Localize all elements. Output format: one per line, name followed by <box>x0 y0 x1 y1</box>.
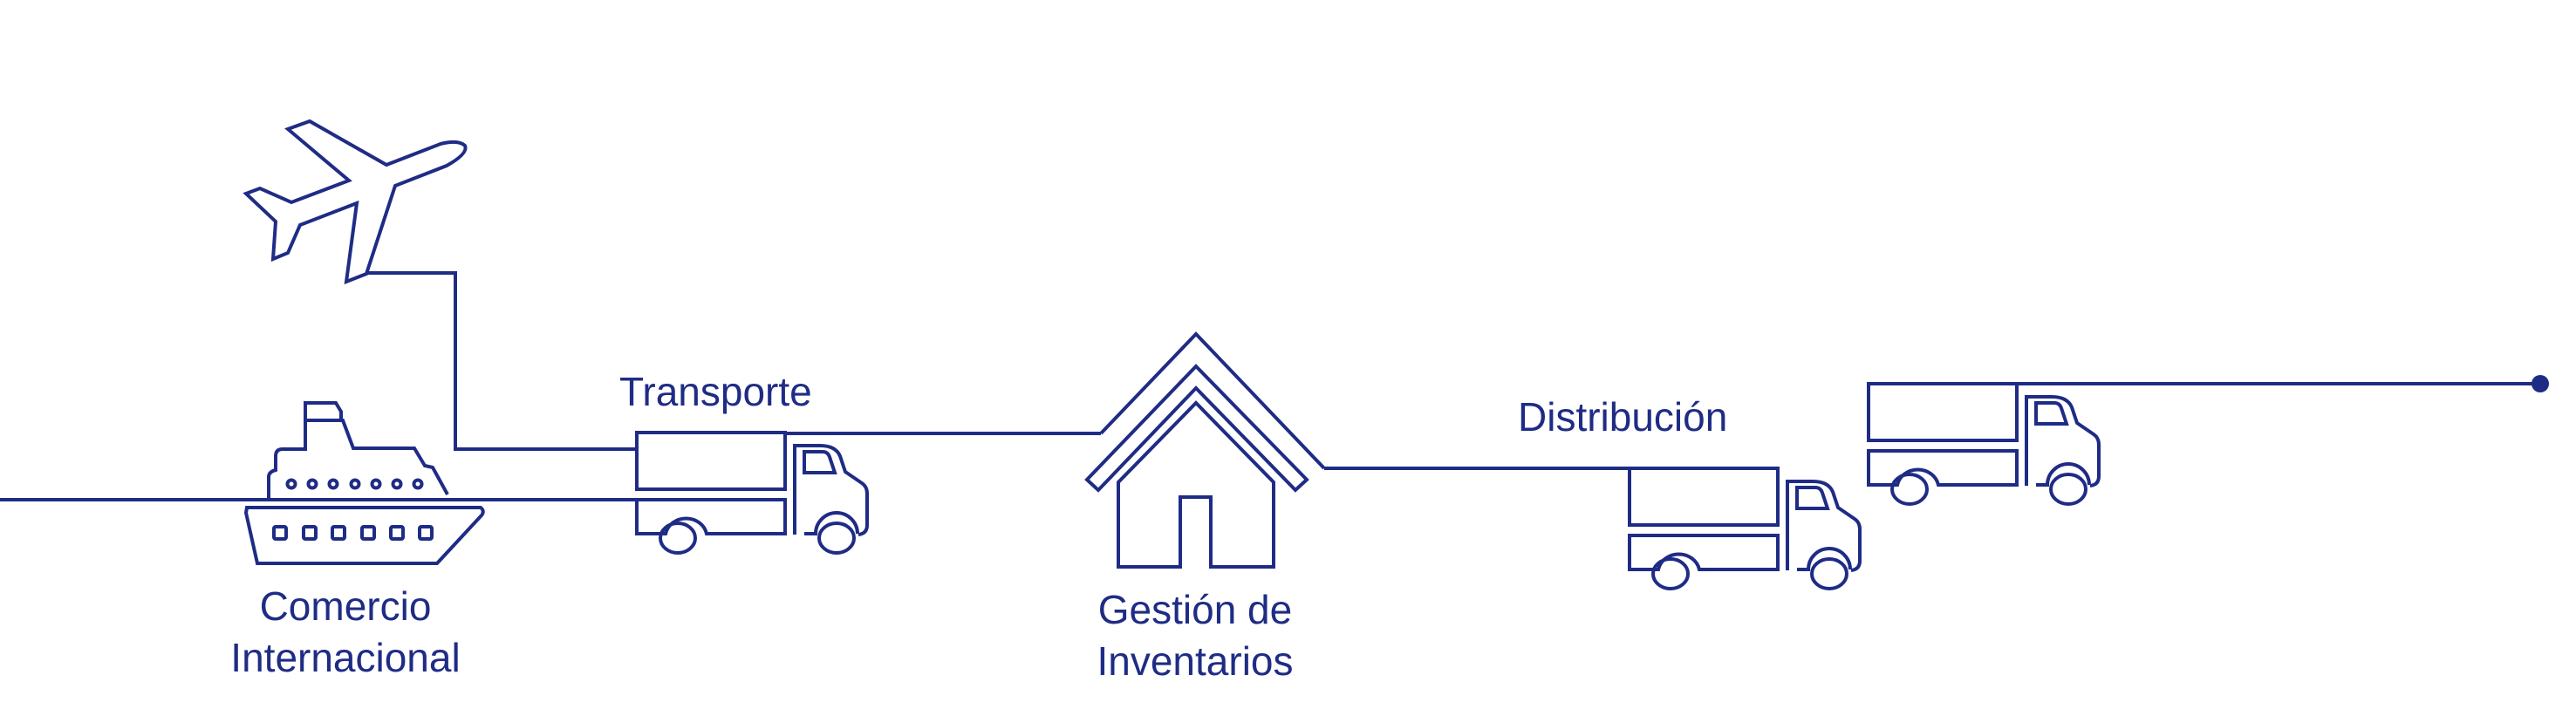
ship-deck-windows <box>285 478 424 490</box>
ship-bridge <box>304 401 343 420</box>
ship-hull-windows <box>272 525 434 541</box>
truck-icon-transporte <box>635 431 869 555</box>
warehouse-inner-roof <box>1084 364 1309 493</box>
air-route-line <box>366 271 637 451</box>
warehouse-building <box>1117 400 1275 569</box>
label-gestion-line1: Gestión de <box>1098 587 1292 632</box>
diagram-artwork <box>0 119 2549 590</box>
ship-icon <box>243 401 485 565</box>
label-distribucion: Distribución <box>1518 394 1727 440</box>
label-comercio-line2: Internacional <box>230 635 460 680</box>
label-transporte: Transporte <box>619 369 812 414</box>
label-comercio-line1: Comercio <box>260 583 432 629</box>
endpoint-dot-icon <box>2532 375 2549 392</box>
airplane-icon <box>243 119 468 285</box>
truck-icon-distribucion-2 <box>1867 382 2101 506</box>
warehouse-outer-roof <box>1099 331 1326 470</box>
warehouse-icon <box>1084 331 1326 569</box>
stage-labels: Comercio Internacional Transporte Gestió… <box>230 369 1727 684</box>
truck-icon-distribucion-1 <box>1628 467 1862 590</box>
label-gestion-line2: Inventarios <box>1097 638 1293 684</box>
ship-hull <box>243 506 485 565</box>
